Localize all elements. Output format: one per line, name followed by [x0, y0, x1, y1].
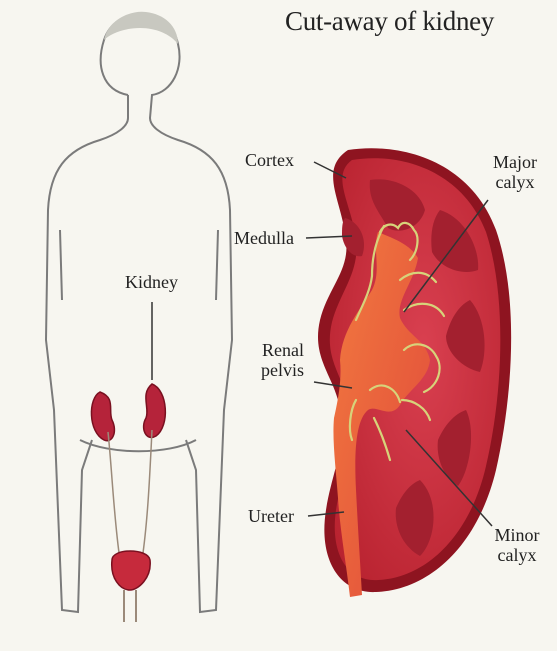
label-renal-pelvis: Renal pelvis: [246, 340, 304, 380]
label-renal-pelvis-line1: Renal: [246, 340, 304, 360]
label-minor-calyx-line1: Minor: [486, 525, 548, 545]
label-minor-calyx: Minor calyx: [486, 525, 548, 565]
label-ureter: Ureter: [248, 506, 294, 526]
label-cortex: Cortex: [245, 150, 294, 170]
body-outline: [46, 14, 232, 612]
right-body-kidney: [144, 384, 166, 437]
label-minor-calyx-line2: calyx: [486, 545, 548, 565]
label-major-calyx-line1: Major: [484, 152, 546, 172]
hair: [104, 12, 178, 44]
label-major-calyx-line2: calyx: [484, 172, 546, 192]
label-renal-pelvis-line2: pelvis: [246, 360, 304, 380]
left-body-kidney: [91, 392, 114, 441]
kidney-cutaway: [318, 148, 511, 597]
diagram-title: Cut-away of kidney: [285, 6, 494, 37]
label-medulla: Medulla: [234, 228, 294, 248]
bladder: [112, 551, 150, 590]
label-major-calyx: Major calyx: [484, 152, 546, 192]
label-kidney: Kidney: [125, 272, 178, 292]
body-kidneys: [91, 384, 165, 622]
